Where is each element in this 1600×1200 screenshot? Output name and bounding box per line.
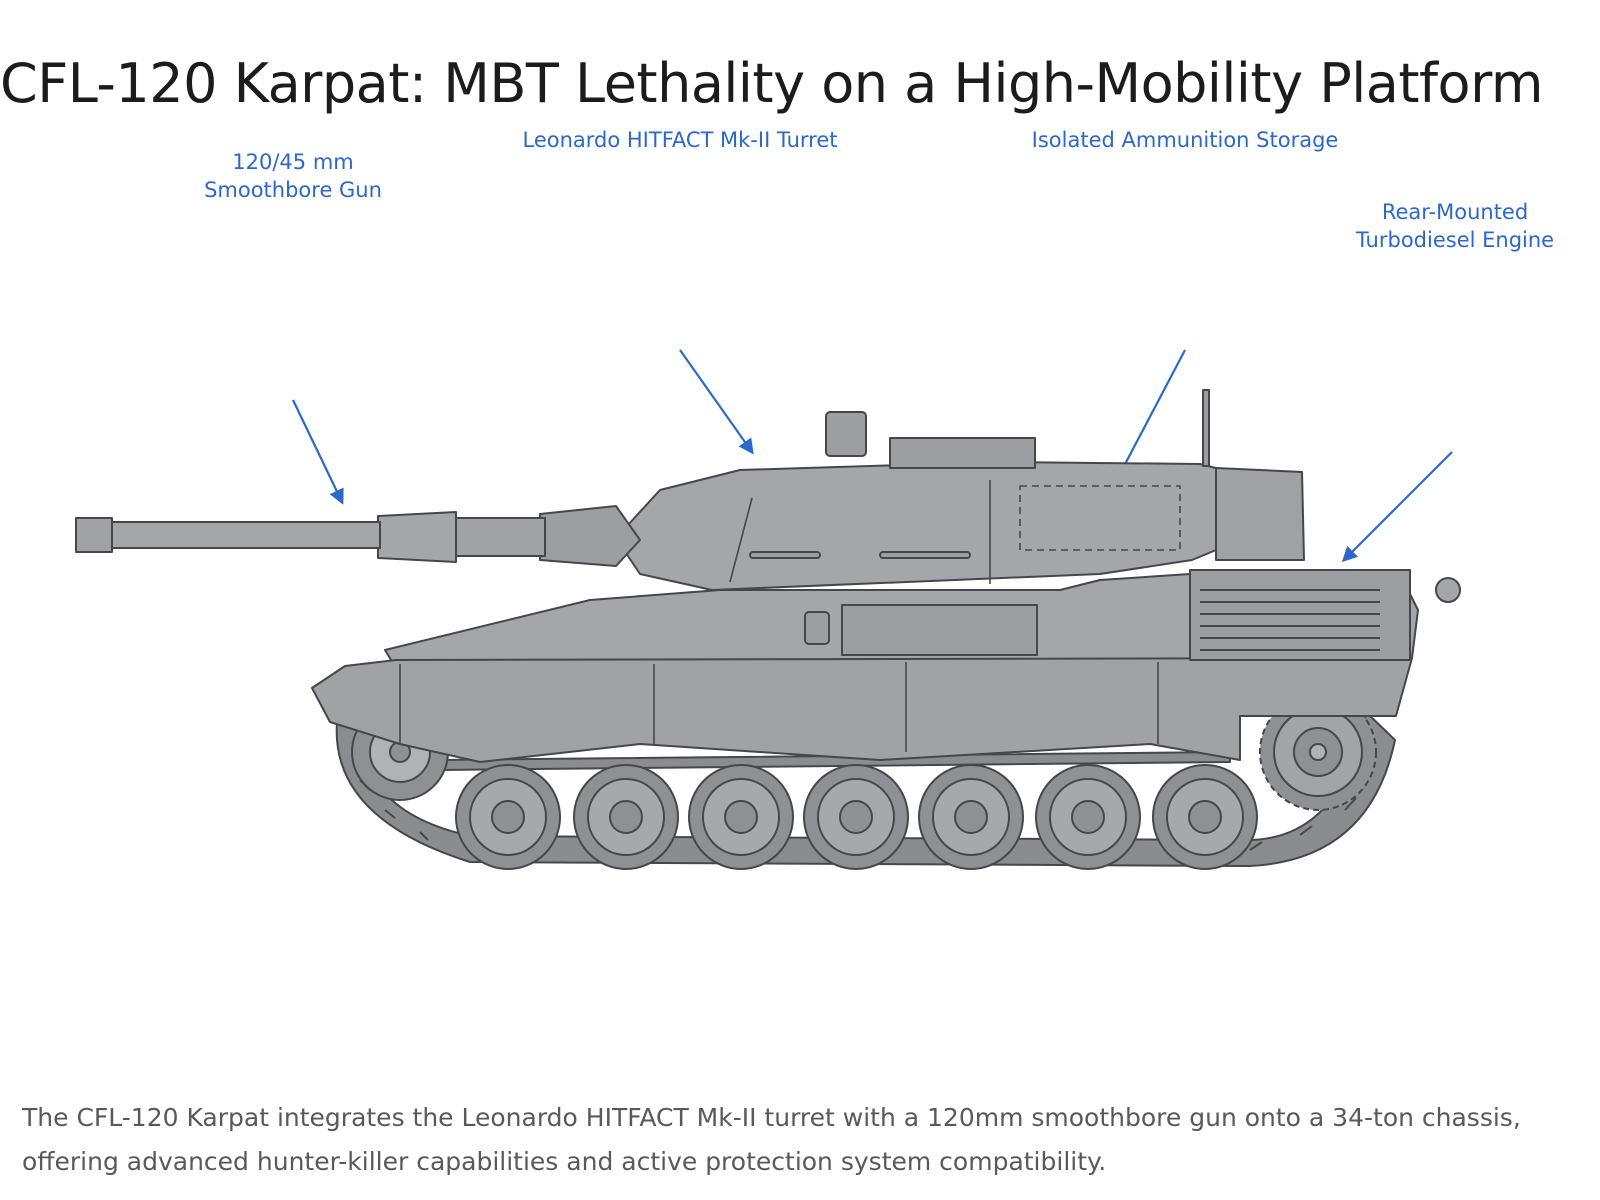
turret-handrail bbox=[749, 551, 821, 559]
road-wheel bbox=[803, 764, 909, 870]
road-wheel bbox=[918, 764, 1024, 870]
side-hatch bbox=[841, 604, 1038, 656]
callout-gun: 120/45 mm Smoothbore Gun bbox=[188, 148, 398, 204]
callout-engine-line1: Rear-Mounted bbox=[1381, 200, 1529, 224]
antenna bbox=[1202, 389, 1210, 467]
tow-hook bbox=[1435, 577, 1461, 603]
callout-ammo-label: Isolated Ammunition Storage bbox=[1031, 128, 1339, 152]
tank-diagram bbox=[75, 349, 1461, 870]
page-title: CFL-120 Karpat: MBT Lethality on a High-… bbox=[0, 52, 1543, 115]
arrow-gun bbox=[292, 399, 344, 505]
road-wheels bbox=[455, 764, 1258, 870]
bore-evacuator bbox=[377, 511, 457, 563]
turret-body bbox=[615, 461, 1217, 591]
road-wheel bbox=[455, 764, 561, 870]
arrow-engine bbox=[1341, 451, 1453, 563]
turret-handrail bbox=[879, 551, 971, 559]
callout-ammo: Isolated Ammunition Storage bbox=[1010, 126, 1360, 154]
turret-seam bbox=[729, 497, 753, 583]
road-wheel bbox=[1152, 764, 1258, 870]
callout-turret: Leonardo HITFACT Mk-II Turret bbox=[500, 126, 860, 154]
callout-engine: Rear-Mounted Turbodiesel Engine bbox=[1340, 198, 1570, 254]
drive-sprocket bbox=[1259, 693, 1377, 811]
callout-turret-label: Leonardo HITFACT Mk-II Turret bbox=[522, 128, 838, 152]
track bbox=[335, 711, 1396, 867]
tank-drawing bbox=[75, 389, 1461, 870]
callout-engine-line2: Turbodiesel Engine bbox=[1355, 228, 1555, 252]
caption: The CFL-120 Karpat integrates the Leonar… bbox=[22, 1103, 1521, 1176]
gun-sleeve bbox=[454, 517, 546, 557]
callout-gun-line1: 120/45 mm bbox=[232, 150, 354, 174]
muzzle bbox=[75, 517, 113, 553]
engine-grille bbox=[1200, 589, 1380, 651]
gun-mantlet bbox=[539, 505, 641, 567]
skirt-panel-lines bbox=[399, 662, 1159, 752]
arrow-turret bbox=[679, 349, 754, 455]
road-wheel bbox=[573, 764, 679, 870]
gunner-cupola bbox=[889, 437, 1036, 469]
ammo-storage-outline bbox=[1019, 485, 1181, 551]
side-skirts bbox=[311, 657, 1413, 763]
turret-bustle bbox=[1215, 467, 1305, 561]
road-wheel bbox=[688, 764, 794, 870]
callout-gun-line2: Smoothbore Gun bbox=[204, 178, 382, 202]
gun-barrel bbox=[109, 521, 381, 549]
commander-sight bbox=[825, 411, 867, 457]
road-wheel bbox=[1035, 764, 1141, 870]
hull-hatch bbox=[804, 611, 830, 645]
